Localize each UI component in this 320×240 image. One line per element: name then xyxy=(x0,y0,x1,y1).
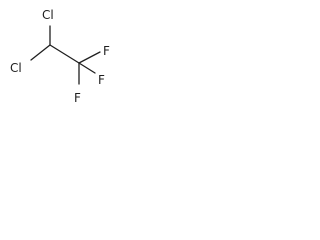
bond-c2-f-right-lower xyxy=(78,62,96,74)
atom-f-right-lower: F xyxy=(98,73,105,87)
atom-f-right: F xyxy=(103,44,110,58)
bond-c2-f-right xyxy=(78,51,101,64)
atom-f-bottom: F xyxy=(74,91,81,105)
structural-formula: Cl Cl F F F xyxy=(10,8,110,105)
bond-c1-c2 xyxy=(49,44,80,64)
atom-cl-top: Cl xyxy=(42,8,54,22)
bond-c1-cl-left xyxy=(30,44,51,61)
atom-cl-left: Cl xyxy=(10,61,22,75)
